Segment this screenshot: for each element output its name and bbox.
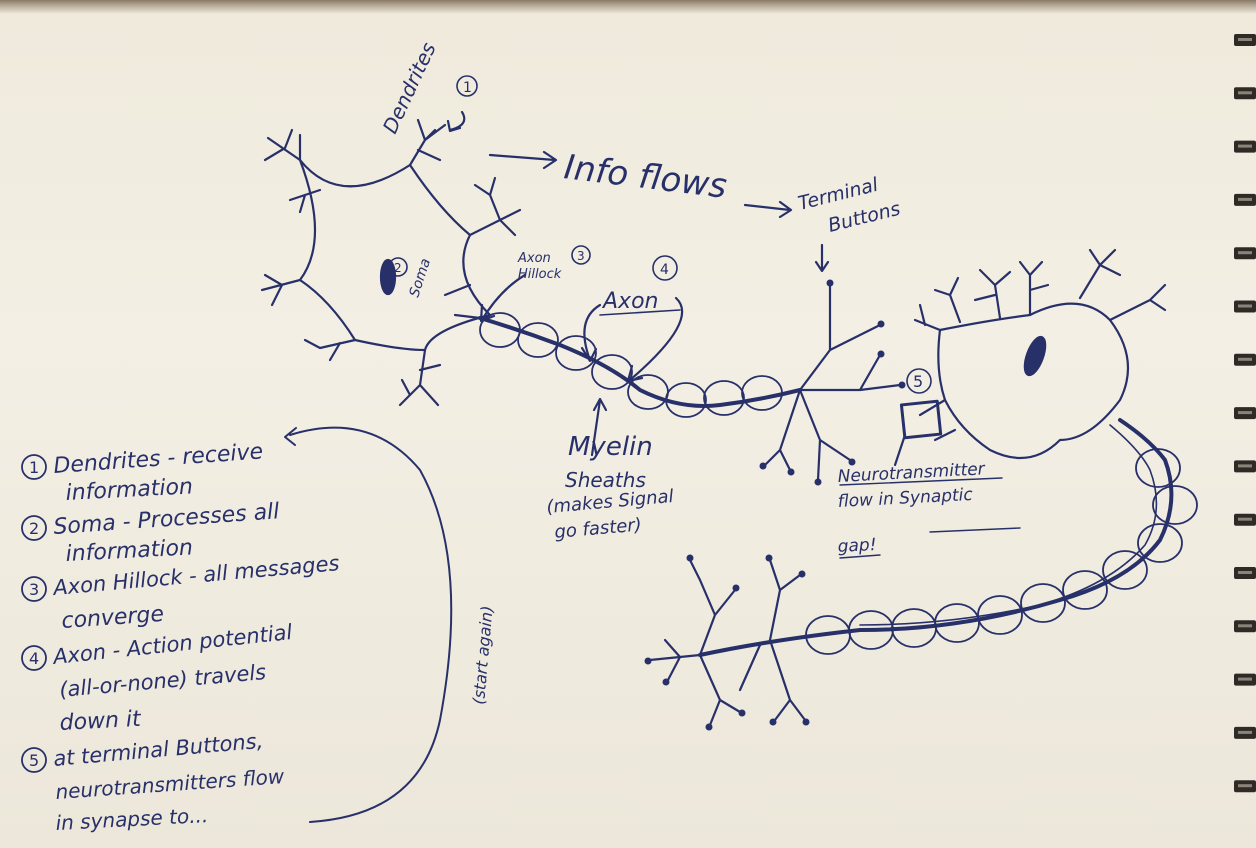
binding-ring-highlight <box>1238 411 1252 414</box>
binding-ring-highlight <box>1238 784 1252 787</box>
label-start-again: (start again) <box>469 605 497 705</box>
spiral-binding <box>1216 0 1256 848</box>
binding-ring-highlight <box>1238 464 1252 467</box>
note-5-num: 5 <box>29 751 39 770</box>
soma-2-outline <box>938 304 1128 458</box>
label-myelin-4: go faster) <box>554 514 643 543</box>
binding-ring-highlight <box>1238 91 1252 94</box>
label-neuro-3: gap! <box>837 535 877 557</box>
binding-ring-highlight <box>1238 571 1252 574</box>
label-axon-num: 4 <box>660 262 669 278</box>
label-info-flows: Info flows <box>562 147 729 207</box>
note-4-num: 4 <box>29 649 39 668</box>
note-2-num: 2 <box>29 519 39 538</box>
info-flows-arrow-1 <box>490 152 556 168</box>
label-neuro-2: flow in Synaptic <box>837 485 974 512</box>
binding-ring-highlight <box>1238 678 1252 681</box>
label-axon: Axon <box>601 289 658 314</box>
label-soma-num: 2 <box>394 261 402 275</box>
label-neuro-1: Neurotransmitter <box>837 459 986 487</box>
binding-ring-highlight <box>1238 624 1252 627</box>
note-1-line-1: Dendrites - receive <box>53 439 264 479</box>
binding-ring-highlight <box>1238 145 1252 148</box>
label-axon-hillock-2: Hillock <box>518 267 562 282</box>
binding-ring-highlight <box>1238 251 1252 254</box>
note-5-line-2: neurotransmitters flow <box>55 764 286 804</box>
binding-ring-highlight <box>1238 38 1252 41</box>
dendrites-arrow <box>448 112 464 131</box>
notes-list: 1 Dendrites - receive information 2 Soma… <box>29 439 340 835</box>
terminal-arrow <box>816 245 828 271</box>
note-4-line-2: (all-or-none) travels <box>58 660 267 702</box>
note-2-line-1: Soma - Processes all <box>53 499 280 540</box>
note-3-num: 3 <box>29 580 39 599</box>
note-2-line-2: information <box>65 535 193 567</box>
label-axon-hillock-1: Axon <box>517 251 551 266</box>
note-1-line-2: information <box>65 474 193 506</box>
label-dendrites-num: 1 <box>463 80 472 96</box>
label-synapse-num: 5 <box>913 372 923 391</box>
binding-ring-highlight <box>1238 305 1252 308</box>
start-again-curve <box>285 428 451 822</box>
label-axon-hillock-num: 3 <box>577 249 585 263</box>
soma-1-nucleus <box>381 260 395 294</box>
info-flows-arrow-2 <box>745 202 791 217</box>
note-3-line-2: converge <box>61 602 165 634</box>
note-5-line-3: in synapse to... <box>55 803 209 835</box>
soma-2-nucleus <box>1021 334 1050 377</box>
note-1-num: 1 <box>29 458 39 477</box>
binding-ring-highlight <box>1238 358 1252 361</box>
terminal-branches-1 <box>765 285 900 480</box>
note-5-line-1: at terminal Buttons, <box>52 729 264 771</box>
label-dendrites: Dendrites <box>378 39 441 137</box>
axon-1 <box>480 318 800 406</box>
terminal-branches-2 <box>650 560 805 725</box>
binding-ring-highlight <box>1238 731 1252 734</box>
label-soma: Soma <box>407 257 434 300</box>
binding-ring-highlight <box>1238 518 1252 521</box>
neuro-underline-2 <box>930 528 1020 532</box>
label-myelin-1: Myelin <box>568 432 653 462</box>
note-4-line-3: down it <box>59 707 143 736</box>
soma-1-outline <box>300 160 490 350</box>
binding-ring-highlight <box>1238 198 1252 201</box>
axon-arrow-left <box>582 305 600 361</box>
